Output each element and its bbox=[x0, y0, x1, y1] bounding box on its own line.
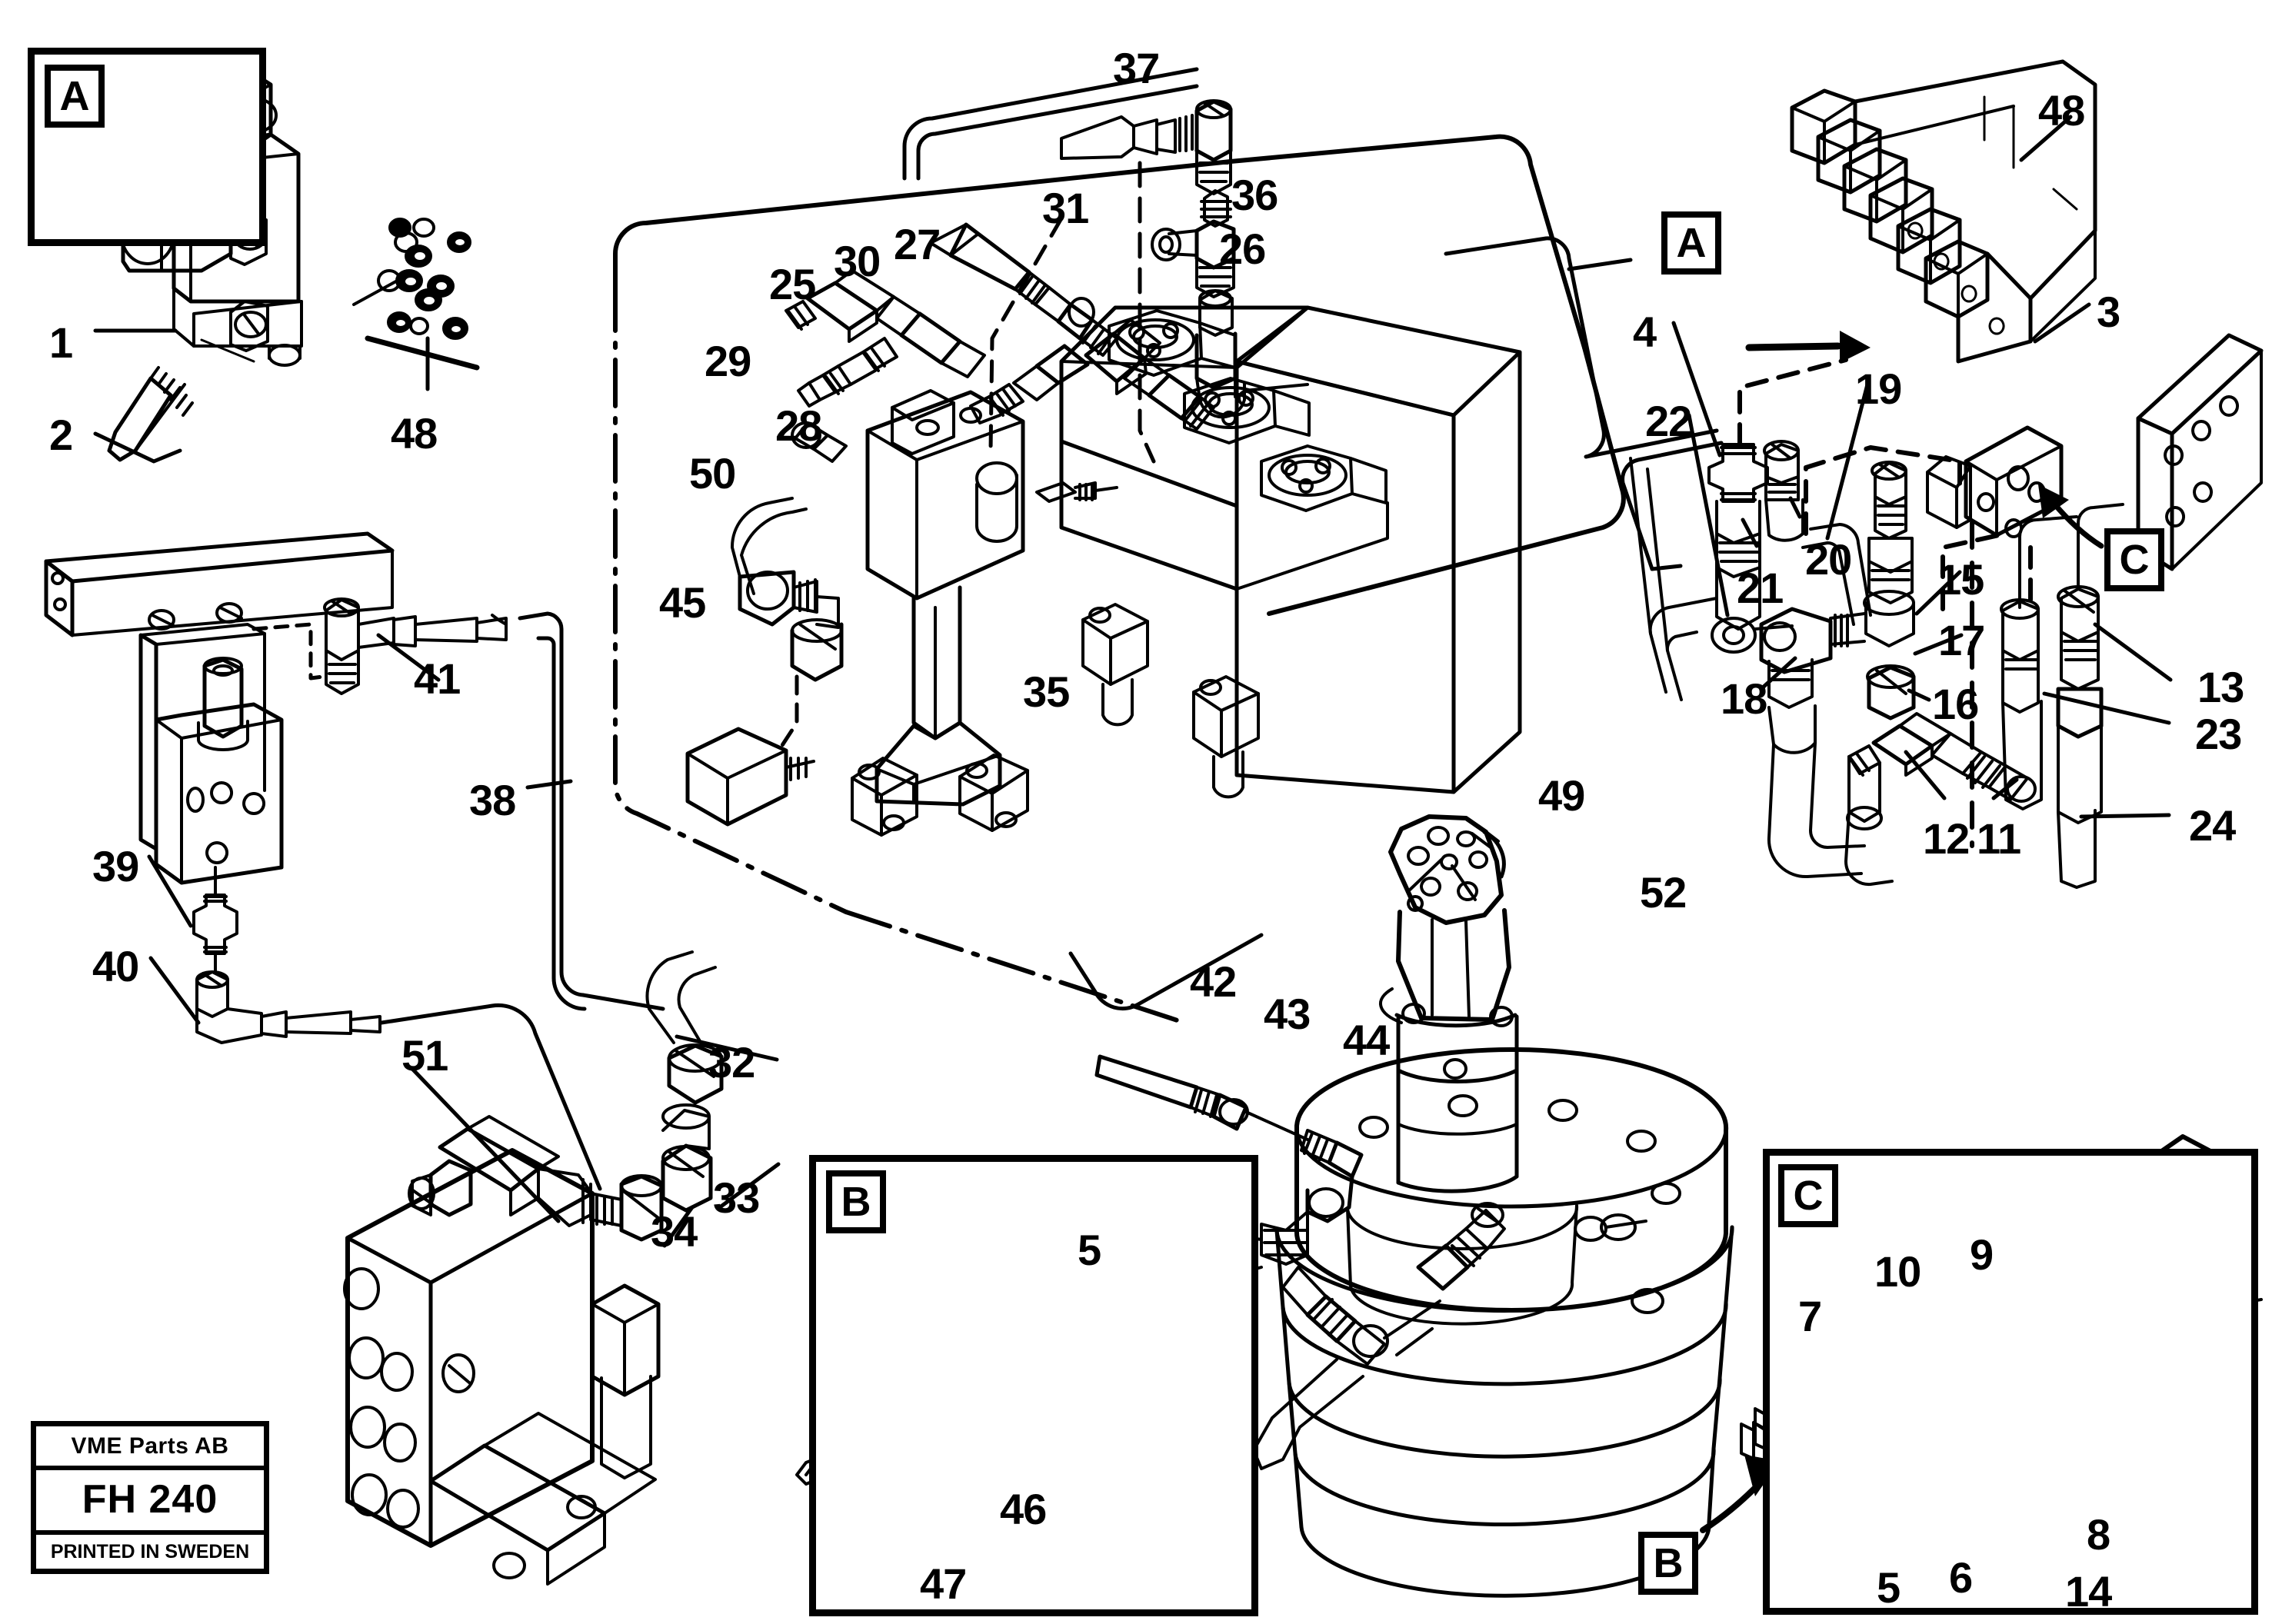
item-number-43: 43 bbox=[1264, 990, 1311, 1038]
detail-letter-b-frame: B bbox=[826, 1170, 886, 1233]
item-number-11: 11 bbox=[1977, 814, 2021, 863]
item-number-31: 31 bbox=[1042, 184, 1089, 232]
item-number-7: 7 bbox=[1798, 1292, 1822, 1340]
item-number-8: 8 bbox=[2087, 1510, 2110, 1559]
callout-letter-c-bracket: C bbox=[2104, 528, 2164, 591]
item-number-9: 9 bbox=[1970, 1230, 1994, 1279]
item-number-41: 41 bbox=[414, 654, 461, 703]
item-number-51: 51 bbox=[401, 1031, 448, 1080]
item-number-4: 4 bbox=[1633, 308, 1657, 356]
item-number-10: 10 bbox=[1874, 1247, 1921, 1296]
item-number-52: 52 bbox=[1640, 868, 1687, 917]
item-number-45: 45 bbox=[659, 578, 706, 627]
item-number-40: 40 bbox=[92, 942, 139, 990]
title-block-brand: VME Parts AB bbox=[36, 1426, 264, 1470]
item-number-37: 37 bbox=[1113, 44, 1160, 92]
right-leaders bbox=[1671, 115, 2173, 819]
detail-letter-c-frame: C bbox=[1778, 1164, 1838, 1227]
item-number-3: 3 bbox=[2097, 288, 2120, 336]
item-number-28: 28 bbox=[775, 401, 822, 450]
item-number-29: 29 bbox=[705, 337, 751, 385]
detail-letter-a-frame: A bbox=[45, 65, 105, 128]
item-number-24: 24 bbox=[2189, 801, 2236, 850]
item-number-35: 35 bbox=[1023, 667, 1070, 716]
rotary-swivel-assembly bbox=[1274, 814, 1734, 1598]
item-number-1: 1 bbox=[49, 318, 73, 367]
item-number-22: 22 bbox=[1645, 397, 1692, 445]
item-number-20: 20 bbox=[1805, 535, 1852, 584]
item-number-18: 18 bbox=[1721, 674, 1767, 723]
item-number-15: 15 bbox=[1937, 555, 1984, 604]
item-number-27: 27 bbox=[894, 220, 941, 268]
item-number-5: 5 bbox=[1877, 1563, 1901, 1612]
item-number-49: 49 bbox=[1538, 771, 1585, 820]
item-number-44: 44 bbox=[1343, 1016, 1390, 1064]
detail-a-seal-kit bbox=[352, 218, 471, 340]
item-number-48: 48 bbox=[391, 409, 438, 458]
item-number-16: 16 bbox=[1932, 680, 1979, 728]
pump-assembly bbox=[343, 950, 724, 1586]
item-number-2: 2 bbox=[49, 411, 73, 459]
item-number-32: 32 bbox=[708, 1038, 755, 1087]
left-valve-bracket-assembly bbox=[44, 531, 508, 1044]
callout-c-arrow bbox=[2038, 484, 2104, 549]
control-valve-bank-and-tank bbox=[1059, 305, 1522, 799]
item-number-12: 12 bbox=[1923, 814, 1970, 863]
valve-stack-assembly bbox=[1790, 59, 2097, 364]
item-number-13: 13 bbox=[2197, 663, 2244, 711]
upper-hose-loop bbox=[902, 67, 1199, 181]
item-number-50: 50 bbox=[689, 449, 736, 498]
item-number-33: 33 bbox=[713, 1173, 760, 1222]
item-number-38: 38 bbox=[469, 776, 516, 824]
item-number-19: 19 bbox=[1855, 364, 1902, 413]
detail-a-leaders bbox=[93, 328, 480, 464]
bottom-left-leaders bbox=[410, 1034, 781, 1248]
main-assembly-boundary-lower bbox=[613, 282, 1187, 1025]
callout-letter-a-valve-stack: A bbox=[1661, 211, 1721, 275]
item-number-21: 21 bbox=[1737, 564, 1784, 612]
item-number-25: 25 bbox=[769, 260, 816, 308]
item-number-23: 23 bbox=[2195, 710, 2242, 758]
main-assembly-boundary bbox=[613, 134, 1626, 616]
item-number-26: 26 bbox=[1219, 225, 1266, 273]
title-block-model: FH 240 bbox=[36, 1470, 264, 1535]
item-number-42: 42 bbox=[1190, 957, 1237, 1006]
item-number-30: 30 bbox=[834, 237, 881, 285]
left-mid-leaders bbox=[147, 633, 573, 1025]
callout-letter-b-detail-c: B bbox=[1638, 1532, 1698, 1595]
item-number-14: 14 bbox=[2065, 1567, 2112, 1616]
right-fitting-cluster bbox=[1629, 333, 2264, 889]
pedestal-valve-assembly bbox=[685, 389, 1118, 837]
item-number-5: 5 bbox=[1078, 1226, 1101, 1274]
long-routing-hoses bbox=[379, 611, 1264, 1191]
title-block: VME Parts AB FH 240 PRINTED IN SWEDEN bbox=[31, 1421, 269, 1574]
item-number-17: 17 bbox=[1938, 616, 1985, 664]
item-number-34: 34 bbox=[651, 1207, 698, 1256]
item-number-36: 36 bbox=[1231, 171, 1278, 219]
item-number-39: 39 bbox=[92, 842, 139, 890]
callout-a-arrow bbox=[1745, 331, 1871, 363]
item-number-47: 47 bbox=[920, 1559, 967, 1608]
right-hose-sweep bbox=[1444, 236, 1724, 571]
title-block-printed: PRINTED IN SWEDEN bbox=[50, 1541, 250, 1562]
item-number-46: 46 bbox=[1000, 1485, 1047, 1533]
item-number-6: 6 bbox=[1949, 1553, 1973, 1602]
item-number-48: 48 bbox=[2038, 86, 2085, 135]
detail-frame-c bbox=[1763, 1149, 2258, 1615]
